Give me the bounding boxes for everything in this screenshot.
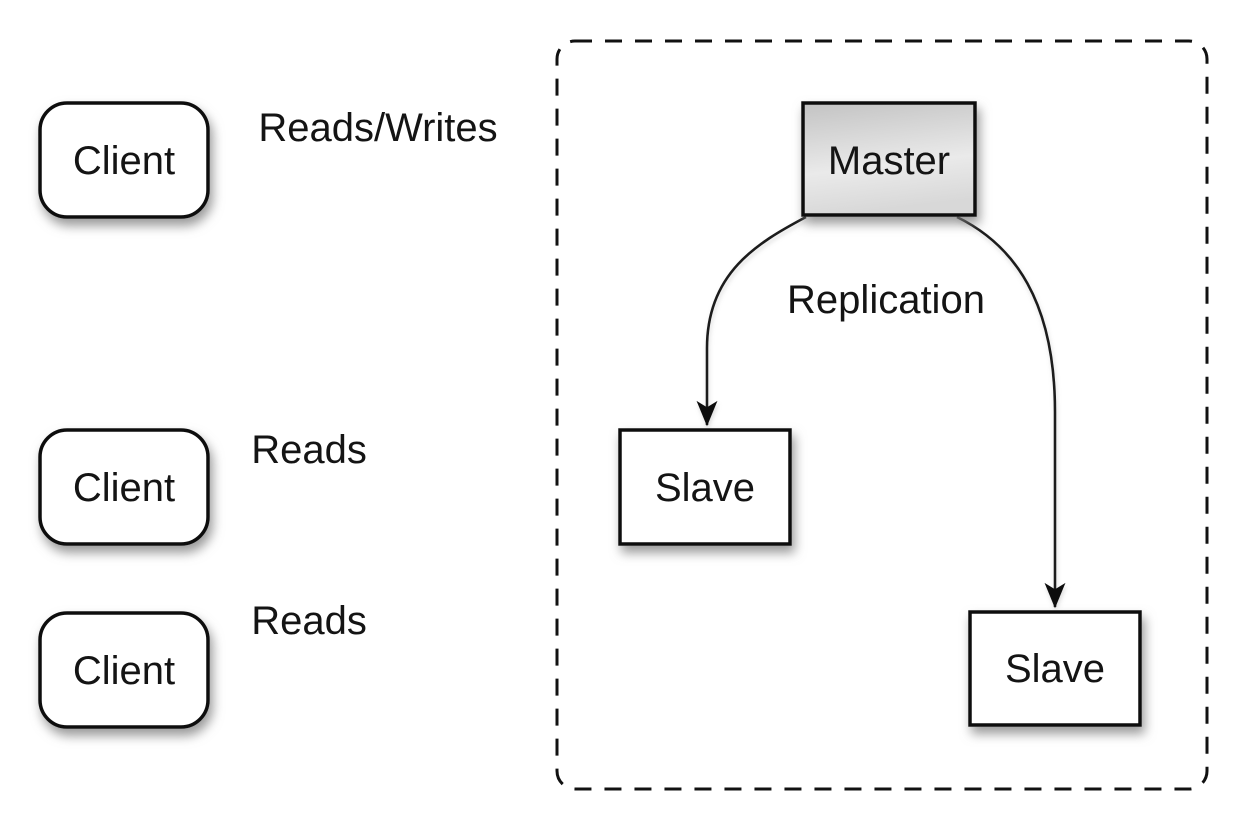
reads-label-bottom: Reads	[251, 599, 367, 643]
master-node-label: Master	[828, 139, 950, 183]
slave-node-1-label: Slave	[655, 466, 755, 510]
master-node: Master	[801, 101, 977, 217]
reads-label-middle: Reads	[251, 428, 367, 472]
client-node-1-label: Client	[73, 139, 175, 183]
master-node-box	[801, 101, 977, 217]
replication-label: Replication	[787, 278, 985, 322]
slave-node-2: Slave	[968, 610, 1142, 727]
slave-node-2-label: Slave	[1005, 647, 1105, 691]
slave-node-2-box	[968, 610, 1142, 727]
client-node-2-label: Client	[73, 466, 175, 510]
replication-arrow-right	[956, 215, 1066, 609]
client-node-1: Client	[38, 101, 210, 219]
slave-node-1-box	[618, 428, 792, 546]
replication-arrow-left	[696, 215, 807, 427]
client-node-3-label: Client	[73, 649, 175, 693]
reads-writes-label: Reads/Writes	[258, 106, 497, 150]
client-node-1-box	[38, 101, 210, 219]
client-node-2-box	[38, 428, 210, 546]
replication-boundary-dashed-box	[555, 39, 1209, 791]
client-node-3-box	[38, 611, 210, 729]
client-node-2: Client	[38, 428, 210, 546]
client-node-3: Client	[38, 611, 210, 729]
slave-node-1: Slave	[618, 428, 792, 546]
